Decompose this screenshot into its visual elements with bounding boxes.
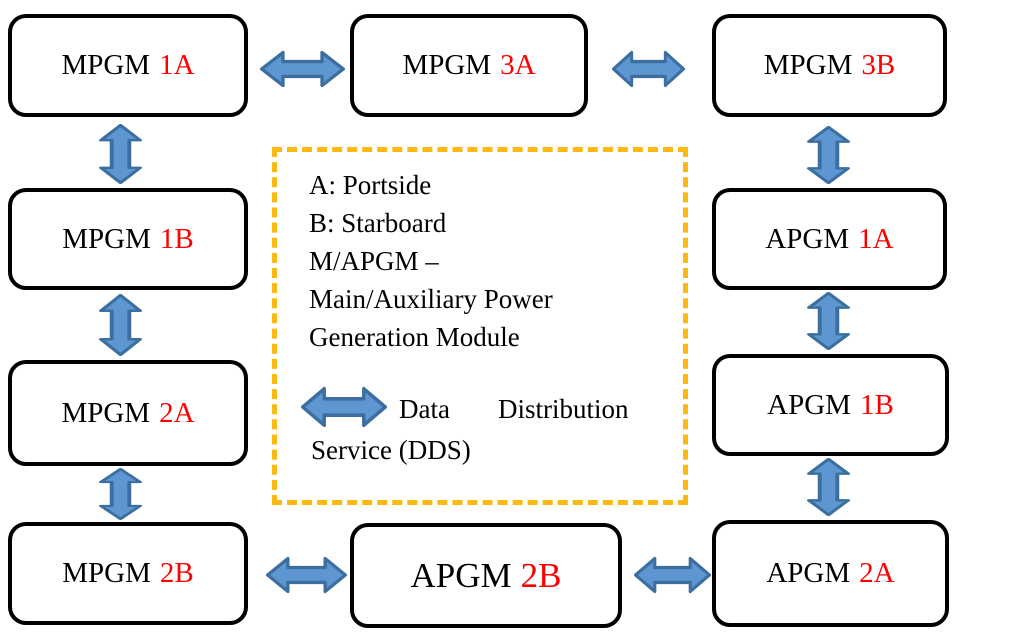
dds-double-arrow-icon — [806, 126, 851, 184]
node-label-suffix: 2B — [159, 557, 194, 589]
node-label-prefix: APGM — [765, 222, 850, 255]
dds-double-arrow-icon — [98, 294, 143, 356]
node-label-suffix: 1A — [159, 49, 195, 81]
node-label-suffix: 1B — [159, 222, 194, 255]
node-label-suffix: 2A — [159, 396, 195, 429]
node-label-prefix: MPGM — [62, 557, 151, 589]
node-label-prefix: APGM — [410, 555, 512, 595]
dds-label-line2: Service (DDS) — [311, 435, 471, 465]
legend-box: A: Portside B: Starboard M/APGM – Main/A… — [272, 147, 688, 505]
node-label-prefix: APGM — [766, 557, 851, 589]
dds-double-arrow-icon — [612, 50, 685, 88]
dds-double-arrow-icon — [98, 124, 143, 184]
node-label-prefix: MPGM — [61, 49, 151, 81]
node-label-suffix: 3A — [500, 49, 536, 81]
dds-double-arrow-icon — [634, 556, 711, 594]
node-label-suffix: 1A — [858, 222, 894, 255]
dds-double-arrow-icon — [98, 468, 143, 520]
dds-label-word2: Distribution — [498, 394, 629, 424]
node-label-suffix: 3B — [861, 49, 896, 81]
dds-double-arrow-icon — [806, 458, 851, 516]
node-label-prefix: APGM — [767, 388, 851, 421]
dds-double-arrow-icon — [260, 50, 345, 88]
dds-double-arrow-icon — [806, 292, 851, 350]
node-label-suffix: 1B — [859, 388, 894, 421]
node-label-prefix: MPGM — [62, 222, 151, 255]
dds-double-arrow-icon — [266, 556, 347, 594]
dds-label-word1: Data — [399, 394, 450, 424]
node-label-suffix: 2A — [859, 557, 895, 589]
node-label-prefix: MPGM — [61, 396, 151, 429]
dds-double-arrow-icon — [301, 386, 387, 428]
node-label-prefix: MPGM — [402, 49, 492, 81]
legend-text: A: Portside B: Starboard M/APGM – Main/A… — [309, 170, 553, 352]
node-label-prefix: MPGM — [763, 49, 853, 81]
node-label-suffix: 2B — [520, 555, 562, 595]
